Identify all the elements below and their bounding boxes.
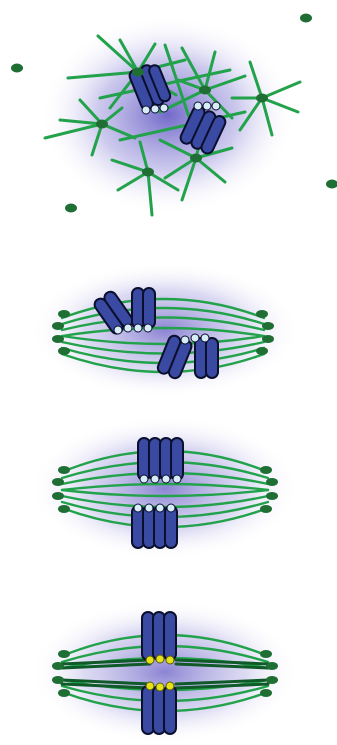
panel-metaphase <box>30 416 300 560</box>
panel-prometaphase-early <box>11 14 337 216</box>
chromosomes-lower <box>142 686 176 734</box>
kinetochores-lower <box>146 682 174 691</box>
kinetochores-upper <box>146 655 174 664</box>
chromosome-pair-2b <box>195 338 218 378</box>
kinetochores-2 <box>194 102 220 110</box>
chromosomes-upper <box>142 612 176 660</box>
panel-prometaphase-late <box>30 262 300 398</box>
chromosomes-upper <box>138 438 183 480</box>
chromosome-pair-1b <box>132 288 155 328</box>
panel-metaphase-tension <box>30 600 300 744</box>
